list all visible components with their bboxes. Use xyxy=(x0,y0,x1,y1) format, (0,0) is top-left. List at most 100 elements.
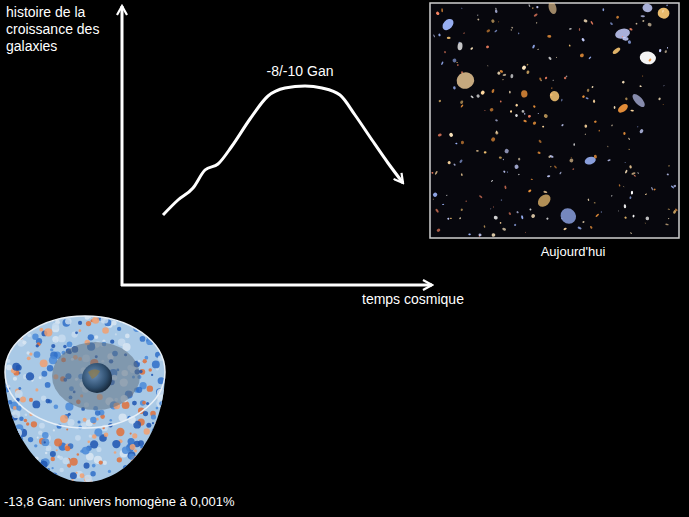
galaxy xyxy=(651,187,654,191)
cmb-spot xyxy=(90,440,98,448)
galaxy xyxy=(516,211,519,214)
cmb-spot xyxy=(29,353,32,356)
cmb-spot xyxy=(51,472,58,479)
galaxy xyxy=(529,208,532,211)
galaxy xyxy=(536,6,539,9)
cmb-spot xyxy=(122,447,129,454)
cmb-spot xyxy=(12,411,16,415)
galaxy xyxy=(622,37,628,41)
galaxy xyxy=(629,165,632,169)
galaxy xyxy=(622,36,624,37)
galaxy xyxy=(476,94,481,99)
cmb-spot xyxy=(159,401,164,406)
galaxy xyxy=(647,22,652,27)
galaxy xyxy=(486,45,490,49)
axis-title: histoire de la croissance des galaxies xyxy=(6,4,106,55)
cmb-spot xyxy=(22,453,25,456)
cmb-spot xyxy=(26,460,33,467)
cmb-spot xyxy=(32,469,37,474)
galaxy xyxy=(491,89,495,94)
galaxy xyxy=(542,126,544,128)
galaxy xyxy=(444,51,446,54)
galaxy xyxy=(637,126,639,128)
galaxy xyxy=(616,102,629,114)
galaxy xyxy=(532,121,537,126)
cmb-spot xyxy=(88,334,94,340)
galaxy xyxy=(538,113,540,114)
cmb-spot xyxy=(8,400,12,404)
peak-label: -8/-10 Gan xyxy=(267,63,334,80)
cmb-spot xyxy=(149,328,154,333)
cmb-spot xyxy=(26,372,34,380)
galaxy xyxy=(637,172,639,174)
galaxy xyxy=(566,75,567,77)
galaxy xyxy=(489,107,494,112)
galaxy xyxy=(583,19,588,23)
cmb-spot xyxy=(11,469,17,475)
cmb-spot xyxy=(14,431,20,437)
galaxy xyxy=(547,175,551,178)
galaxy xyxy=(543,190,547,193)
growth-curve-line xyxy=(163,86,403,215)
galaxy xyxy=(659,49,662,53)
galaxy xyxy=(569,158,574,163)
galaxy xyxy=(602,8,604,11)
galaxy xyxy=(538,139,542,143)
cmb-spot xyxy=(132,433,137,438)
galaxy xyxy=(632,215,634,218)
galaxy xyxy=(671,185,675,189)
galaxy xyxy=(525,232,526,233)
galaxy xyxy=(502,227,506,231)
cmb-spot xyxy=(32,334,38,340)
cmb-spot xyxy=(79,329,82,332)
galaxy xyxy=(548,56,552,60)
galaxy xyxy=(624,162,626,164)
cmb-spot xyxy=(92,464,96,468)
cmb-spot xyxy=(140,400,145,405)
cmb-spot xyxy=(39,376,42,379)
galaxy xyxy=(544,76,547,79)
cmb-spot xyxy=(7,464,14,471)
image-caption: Aujourd'hui xyxy=(541,243,606,260)
cmb-spot xyxy=(143,473,149,479)
galaxy xyxy=(627,40,631,44)
galaxy xyxy=(577,226,582,230)
galaxy xyxy=(530,213,535,218)
galaxy xyxy=(518,158,521,161)
galaxy xyxy=(484,151,487,153)
galaxy xyxy=(440,17,455,33)
cmb-spot xyxy=(20,457,27,464)
growth-curve xyxy=(163,86,403,215)
galaxy xyxy=(463,32,465,34)
cmb-spot xyxy=(134,449,137,452)
galaxy xyxy=(438,100,441,103)
cmb-spot xyxy=(112,320,117,325)
galaxy xyxy=(495,131,499,135)
cmb-spot xyxy=(90,417,96,423)
galaxy xyxy=(614,106,616,109)
cmb-spot xyxy=(67,464,71,468)
deep-field-image xyxy=(430,0,679,238)
galaxy xyxy=(612,46,622,55)
galaxy xyxy=(537,49,539,50)
cmb-spot xyxy=(63,345,66,348)
galaxy xyxy=(502,79,504,81)
cmb-spot xyxy=(32,401,40,409)
galaxy xyxy=(514,164,519,169)
cmb-spot xyxy=(65,318,71,324)
galaxy xyxy=(593,99,595,102)
galaxy xyxy=(546,217,549,220)
galaxy xyxy=(579,53,584,58)
cmb-spot xyxy=(13,314,16,317)
cmb-spot xyxy=(60,468,64,472)
galaxy xyxy=(455,143,457,145)
cmb-spot xyxy=(162,332,165,335)
cmb-spot xyxy=(38,431,42,435)
galaxy xyxy=(582,221,584,223)
galaxy xyxy=(491,19,496,24)
cmb-spot xyxy=(158,421,163,426)
cmb-spot xyxy=(32,480,37,485)
cmb-spot xyxy=(80,473,85,478)
cmb-spot xyxy=(160,320,168,328)
galaxy xyxy=(511,26,514,29)
